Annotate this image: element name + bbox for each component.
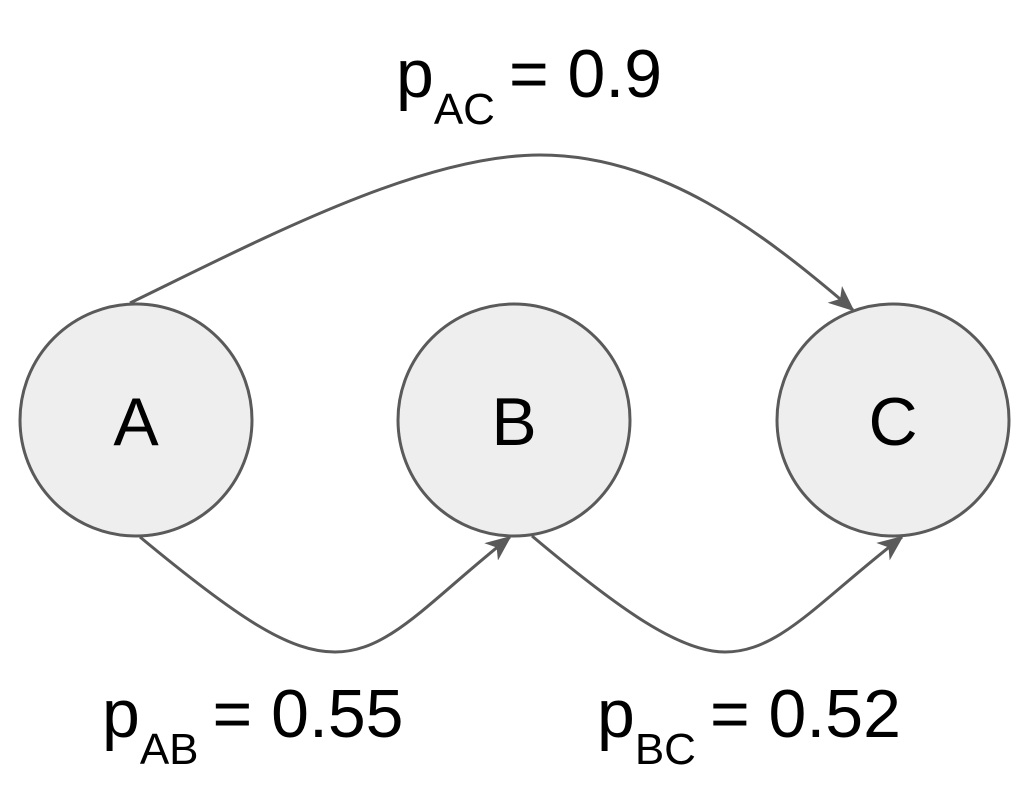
- node-a-circle: [18, 302, 254, 538]
- node-a: A: [18, 302, 254, 538]
- edge-label-ab-subscript: AB: [140, 725, 199, 774]
- node-c-circle: [775, 302, 1011, 538]
- edge-label-ab-symbol: p: [102, 676, 140, 752]
- edge-label-bc-subscript: BC: [635, 725, 696, 774]
- node-b: B: [396, 302, 632, 538]
- node-b-label: B: [491, 384, 536, 460]
- edge-label-bc-value: = 0.52: [710, 676, 901, 752]
- edge-label-ac-symbol: p: [396, 36, 434, 112]
- edge-label-ac-value: = 0.9: [509, 36, 662, 112]
- edge-label-ab-value: = 0.55: [213, 676, 404, 752]
- edge-a-to-c: [129, 153, 855, 312]
- edge-label-bc: pBC = 0.52: [597, 676, 901, 774]
- node-c: C: [775, 302, 1011, 538]
- edge-label-ac: pAC = 0.9: [396, 36, 662, 134]
- node-a-label: A: [113, 384, 159, 460]
- node-b-circle: [396, 302, 632, 538]
- edge-b-to-c: [531, 534, 904, 654]
- edge-label-ab: pAB = 0.55: [102, 676, 403, 774]
- edge-a-to-b: [139, 535, 512, 654]
- node-c-label: C: [868, 384, 917, 460]
- edge-label-ac-subscript: AC: [434, 85, 495, 134]
- edge-label-bc-symbol: p: [597, 676, 635, 752]
